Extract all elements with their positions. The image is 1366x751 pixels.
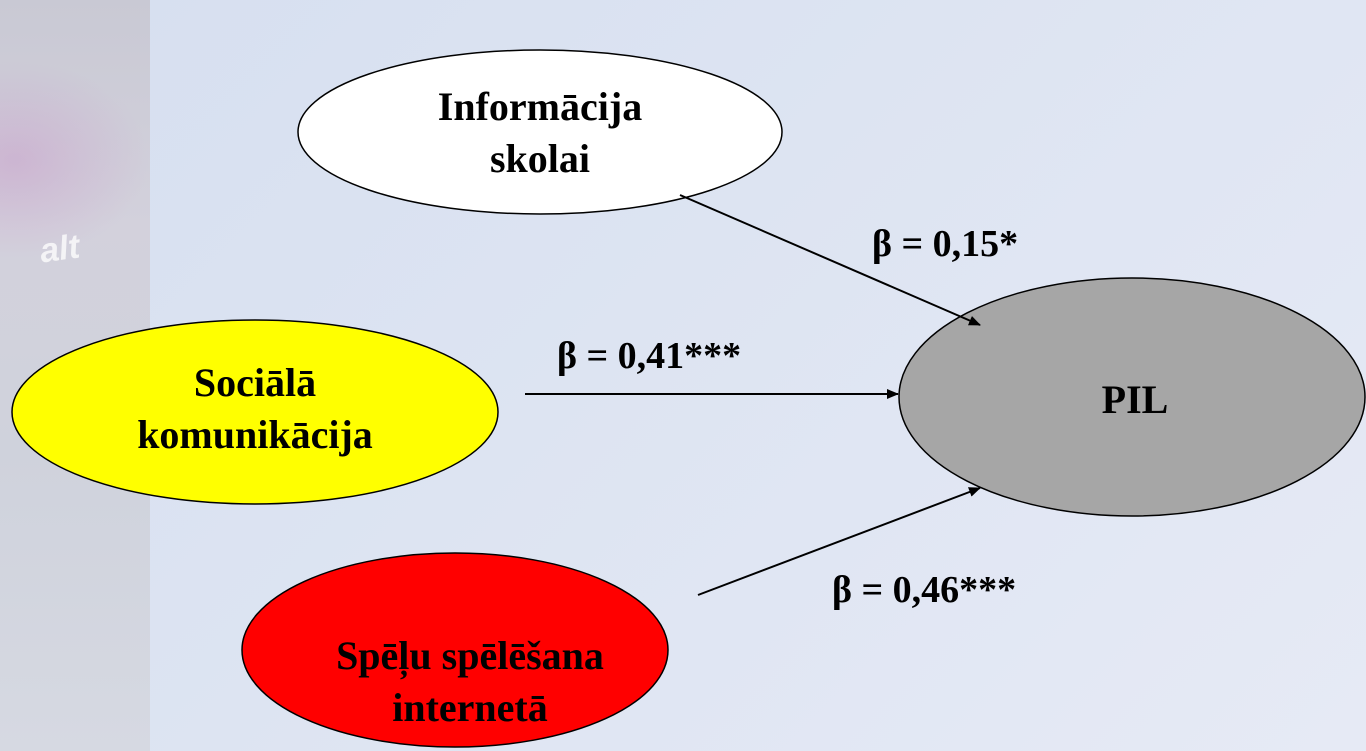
- node-speles-shape: [241, 552, 669, 748]
- edge-informacija-to-pil: [679, 194, 981, 326]
- node-speles-line2: internetā: [392, 685, 548, 730]
- node-sociala-line1: Sociālā: [193, 360, 317, 405]
- node-pil-shape: [898, 277, 1366, 517]
- node-informacija-line2: skolai: [489, 135, 591, 181]
- edge-speles-to-pil: [697, 487, 981, 596]
- node-sociala-line2: komunikācija: [137, 412, 373, 457]
- node-speles-label: Spēļu spēlēšana internetā: [260, 622, 680, 742]
- edge-label-sociala: β = 0,41***: [557, 335, 742, 377]
- node-sociala-shape: [11, 319, 499, 505]
- node-pil-text: PIL: [1101, 377, 1169, 422]
- node-informacija-label: Informācija skolai: [330, 75, 750, 190]
- strip-glow: [0, 60, 150, 260]
- node-pil-label: PIL: [1020, 370, 1250, 430]
- edge-label-informacija: β = 0,15*: [872, 223, 1019, 265]
- node-informacija-shape: [297, 49, 783, 215]
- node-informacija-line1: Informācija: [437, 83, 643, 129]
- edge-label-speles: β = 0,46***: [832, 569, 1017, 611]
- node-speles-line1: Spēļu spēlēšana: [336, 633, 604, 678]
- node-sociala-label: Sociālā komunikācija: [70, 350, 440, 468]
